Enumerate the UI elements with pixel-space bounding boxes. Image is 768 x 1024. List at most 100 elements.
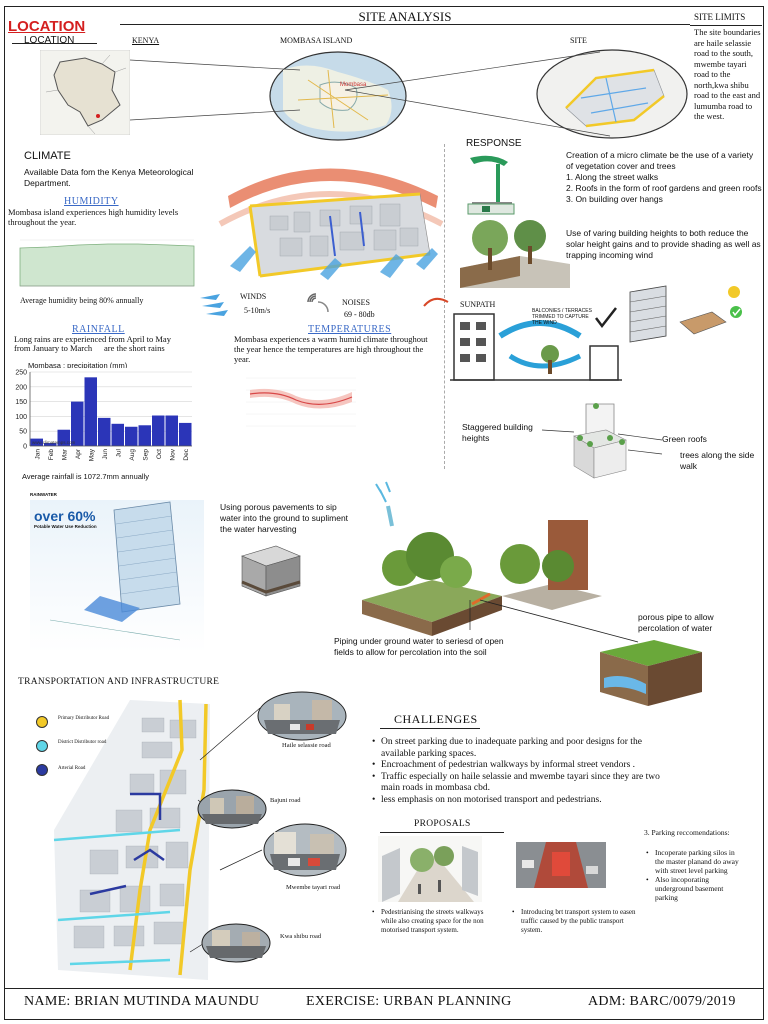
trees-label: trees along the side walk — [680, 450, 755, 471]
bar-jul — [111, 423, 124, 446]
photo-label: Kwa shibu road — [280, 933, 322, 940]
climate-source-text: Available Data fom the Kenya Meteorologi… — [24, 167, 194, 188]
noises-label: NOISES — [342, 298, 371, 307]
district-road-swatch — [36, 740, 48, 752]
piping-text: Piping under ground water to seriesd of … — [334, 636, 504, 657]
challenges-list: On street parking due to inadequate park… — [372, 737, 678, 806]
piping-leader — [469, 599, 639, 643]
parking-item: Also incoporating underground basement p… — [646, 875, 744, 902]
footer-divider — [4, 988, 764, 989]
proposal-2-list: Introducing brt transport system to ease… — [512, 908, 638, 935]
parking-item: Incoperate parking silos in the master p… — [646, 848, 744, 875]
noise-icon — [307, 293, 329, 313]
legend-label: Arterial Road — [58, 766, 86, 771]
location-heading: LOCATION — [8, 18, 86, 35]
climate-heading: CLIMATE — [24, 150, 71, 162]
rainfall-text-2: from January to March — [14, 343, 93, 353]
staggered-label: Staggered building heights — [462, 422, 533, 443]
transport-heading: TRANSPORTATION AND INFRASTRUCTURE — [18, 677, 220, 687]
mombasa-island-map: Mombasa — [269, 51, 407, 141]
mwembe-tayari-road-photo — [263, 823, 347, 877]
x-tick-label: Jun — [102, 449, 109, 460]
transport-map — [30, 690, 212, 980]
porous-pipe-section — [600, 640, 702, 706]
challenge-item: Traffic especially on haile selassie and… — [372, 772, 678, 795]
site-map-label: SITE — [570, 36, 587, 45]
porous-pipe-text: porous pipe to allow percolation of wate… — [638, 612, 714, 633]
proposals-underline — [380, 832, 504, 833]
temperatures-heading: TEMPERATURES — [308, 324, 392, 335]
humidity-chart — [8, 232, 196, 294]
x-tick-label: Nov — [169, 448, 176, 460]
challenge-item: Encroachment of pedestrian walkways by i… — [372, 760, 678, 772]
winds-value: 5-10m/s — [244, 306, 271, 315]
humidity-heading: HUMIDITY — [64, 196, 119, 207]
sunpath-wind-diagram — [450, 307, 622, 381]
location-connectors — [129, 51, 611, 137]
rainfall-text-3: are the short rains — [104, 343, 165, 353]
legend-label: Primary Distributor Road — [58, 716, 110, 721]
response-point: 2. Roofs in the form of roof gardens and… — [566, 183, 762, 193]
transport-legend: Primary Distributor Road District Distri… — [36, 714, 126, 786]
x-tick-label: Jul — [115, 448, 122, 457]
bar-dec — [179, 422, 192, 446]
bajuni-road-photo — [197, 789, 267, 829]
y-tick-label: 250 — [15, 370, 27, 377]
rainfall-chart-title: Mombasa : precipitation (mm) — [28, 361, 128, 370]
winds-label: WINDS — [240, 292, 267, 301]
rainwater-label: RAINWATER — [30, 492, 57, 497]
response-text-2: Use of varing building heights to both r… — [566, 228, 761, 260]
legend-label: District Distributor road — [58, 740, 107, 745]
x-tick-label: Feb — [48, 449, 55, 461]
y-tick-label: 0 — [23, 444, 27, 451]
x-tick-label: Dec — [183, 448, 190, 460]
x-tick-label: Oct — [156, 449, 163, 459]
location-subheading: LOCATION — [24, 35, 75, 46]
rainfall-text-1: Long rains are experienced from April to… — [14, 334, 171, 344]
kenya-map — [40, 50, 130, 135]
exercise-title: EXERCISE: URBAN PLANNING — [306, 994, 512, 1009]
parking-list: Incoperate parking silos in the master p… — [646, 848, 744, 902]
x-tick-label: Mar — [61, 448, 68, 460]
bar-apr — [71, 401, 84, 446]
admission-number: ADM: BARC/0079/2019 — [588, 994, 736, 1009]
climate-site-diagram — [218, 168, 444, 280]
sunpath-note: BALCONIES / TERRACES TRIMMED TO CAPTURE … — [532, 308, 592, 326]
legend-item: Arterial Road — [36, 762, 126, 786]
chart-source: www.climatemps.com — [32, 440, 76, 445]
x-tick-label: Aug — [129, 449, 136, 461]
wind-icon — [200, 294, 228, 316]
kwa-shibu-road-photo — [201, 923, 271, 963]
y-tick-label: 50 — [19, 429, 27, 436]
site-map — [536, 49, 688, 139]
kenya-map-label: KENYA — [132, 36, 160, 45]
svg-text:Mombasa: Mombasa — [340, 82, 367, 88]
sunpath-arrow — [423, 297, 449, 307]
porous-pavement-text: Using porous pavements to sip water into… — [220, 502, 349, 534]
photo-label: Mwembe tayari road — [286, 884, 341, 891]
porous-pavement-block — [241, 545, 301, 597]
noises-value: 69 - 80db — [344, 310, 375, 319]
rainfall-heading: RAINFALL — [72, 324, 125, 335]
rainfall-caption: Average rainfall is 1072.7mm annually — [22, 472, 150, 481]
proposals-heading: PROPOSALS — [414, 819, 471, 829]
response-label-leaders — [541, 429, 663, 455]
water-reduction-percent: over 60% — [34, 508, 96, 524]
response-text-1: Creation of a micro climate be the use o… — [566, 150, 754, 171]
bar-sep — [138, 425, 151, 446]
rainwater-harvesting-diagram — [30, 500, 204, 652]
column-divider — [444, 144, 445, 469]
response-points: 1. Along the street walks 2. Roofs in th… — [566, 172, 762, 205]
temperature-chart — [246, 377, 356, 427]
legend-item: District Distributor road — [36, 738, 126, 762]
challenges-underline — [380, 728, 480, 729]
challenges-heading: CHALLENGES — [394, 712, 478, 726]
y-tick-label: 200 — [15, 384, 27, 391]
brt-illustration — [516, 842, 606, 888]
arterial-road-swatch — [36, 764, 48, 776]
proposal-item: Pedestrianising the streets walkways whi… — [372, 908, 498, 935]
legend-item: Primary Distributor Road — [36, 714, 126, 738]
y-tick-label: 100 — [15, 414, 27, 421]
bar-feb — [44, 443, 57, 446]
y-tick-label: 150 — [15, 399, 27, 406]
